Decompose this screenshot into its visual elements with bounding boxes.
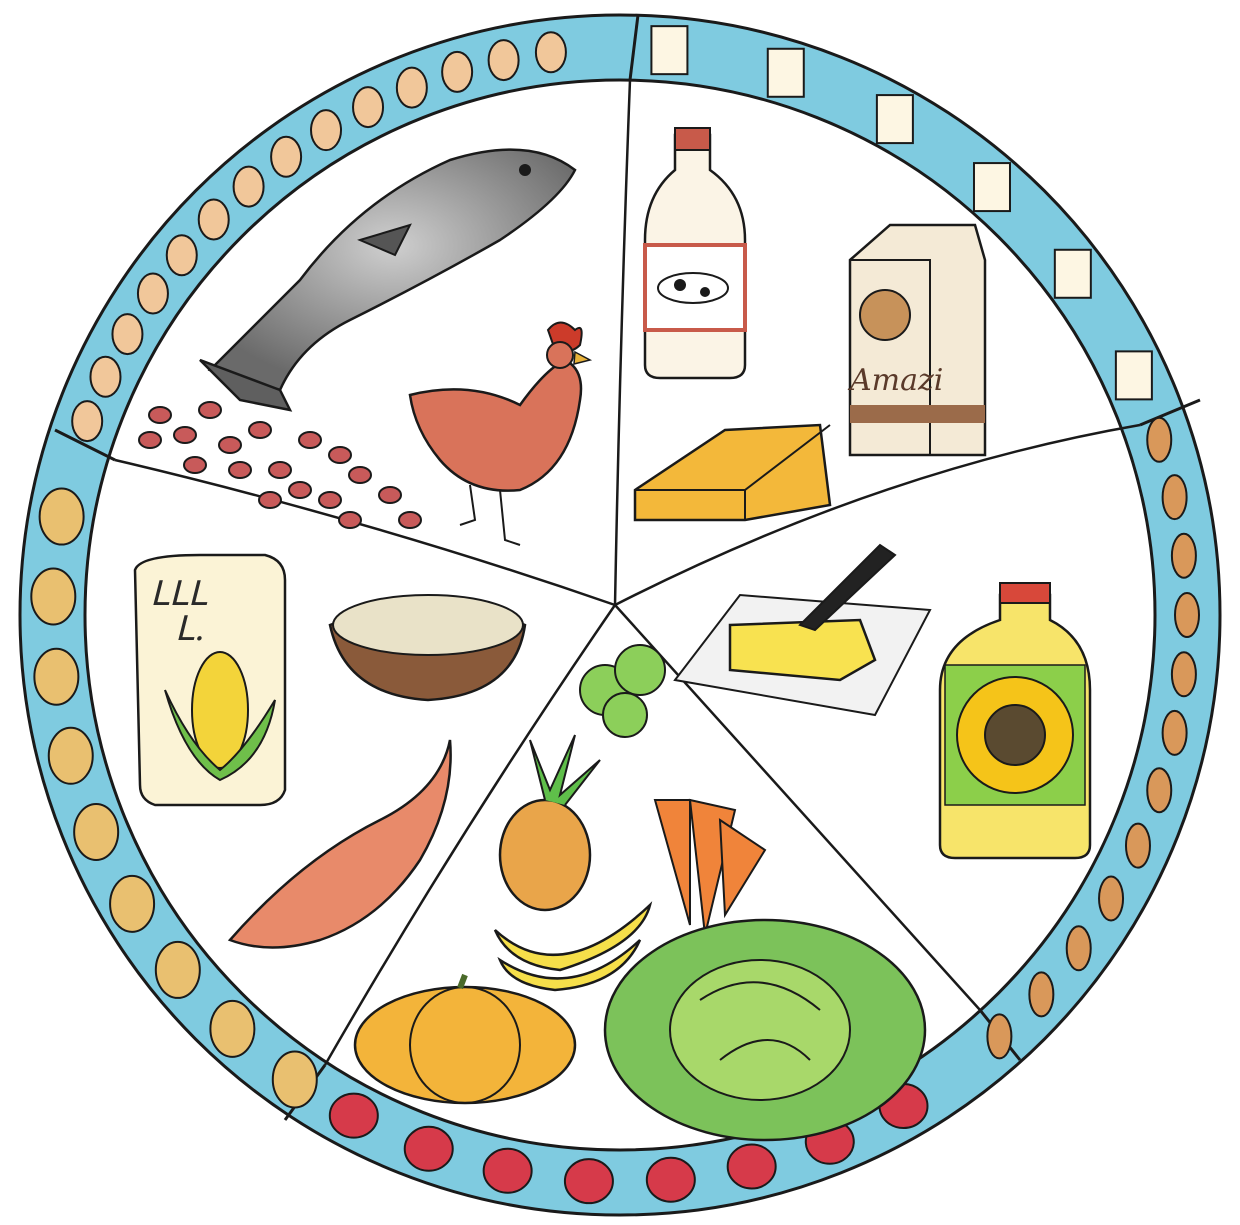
apple-icon: [484, 1149, 532, 1193]
peanut-icon: [1126, 824, 1150, 868]
egg-icon: [353, 87, 383, 127]
egg-icon: [271, 137, 301, 177]
peanut-icon: [1099, 877, 1123, 921]
bean-icon: [139, 432, 161, 448]
egg-icon: [536, 32, 566, 72]
cabbage-icon: [605, 920, 925, 1140]
potato-icon: [210, 1001, 254, 1057]
bean-icon: [199, 402, 221, 418]
peanut-icon: [1029, 972, 1053, 1016]
peanut-icon: [1163, 711, 1187, 755]
egg-icon: [138, 274, 168, 314]
bean-icon: [399, 512, 421, 528]
egg-icon: [199, 199, 229, 239]
peanut-icon: [1175, 593, 1199, 637]
egg-icon: [167, 235, 197, 275]
peanut-icon: [987, 1014, 1011, 1058]
milk-glass-icon: [974, 163, 1010, 211]
egg-icon: [397, 68, 427, 108]
bean-icon: [184, 457, 206, 473]
bean-icon: [379, 487, 401, 503]
peanut-icon: [1147, 768, 1171, 812]
bean-icon: [299, 432, 321, 448]
bean-icon: [229, 462, 251, 478]
apple-icon: [565, 1159, 613, 1203]
bean-icon: [339, 512, 361, 528]
egg-icon: [234, 167, 264, 207]
potato-icon: [156, 942, 200, 998]
egg-icon: [311, 110, 341, 150]
milk-glass-icon: [651, 26, 687, 74]
bean-icon: [319, 492, 341, 508]
milk-glass-icon: [877, 95, 913, 143]
apple-icon: [405, 1127, 453, 1171]
potato-icon: [31, 568, 75, 624]
bean-icon: [249, 422, 271, 438]
peanut-icon: [1163, 475, 1187, 519]
potato-icon: [34, 649, 78, 705]
peanut-icon: [1172, 534, 1196, 578]
apple-icon: [330, 1094, 378, 1138]
carton-label: Amazi: [847, 363, 943, 398]
maize-scribble-2: ᒪ.: [175, 609, 205, 649]
egg-icon: [489, 40, 519, 80]
peanut-icon: [1172, 652, 1196, 696]
potato-icon: [110, 876, 154, 932]
potato-icon: [40, 489, 84, 545]
maize-meal-icon: ᒪᒪᒪ ᒪ.: [135, 555, 285, 805]
bean-icon: [174, 427, 196, 443]
milk-glass-icon: [1055, 250, 1091, 298]
bean-icon: [289, 482, 311, 498]
egg-icon: [442, 52, 472, 92]
potato-icon: [273, 1051, 317, 1107]
peanut-icon: [1067, 926, 1091, 970]
bean-icon: [329, 447, 351, 463]
potato-icon: [49, 728, 93, 784]
potato-icon: [74, 804, 118, 860]
amazi-carton-icon: Amazi: [847, 225, 985, 455]
egg-icon: [90, 357, 120, 397]
bean-icon: [259, 492, 281, 508]
peanut-icon: [1147, 418, 1171, 462]
egg-icon: [72, 401, 102, 441]
apple-icon: [647, 1158, 695, 1202]
bean-icon: [149, 407, 171, 423]
apple-icon: [728, 1144, 776, 1188]
bean-icon: [219, 437, 241, 453]
egg-icon: [112, 314, 142, 354]
maize-scribble-1: ᒪᒪᒪ: [150, 574, 208, 614]
milk-glass-icon: [1116, 351, 1152, 399]
bean-icon: [269, 462, 291, 478]
bean-icon: [349, 467, 371, 483]
milk-glass-icon: [768, 49, 804, 97]
